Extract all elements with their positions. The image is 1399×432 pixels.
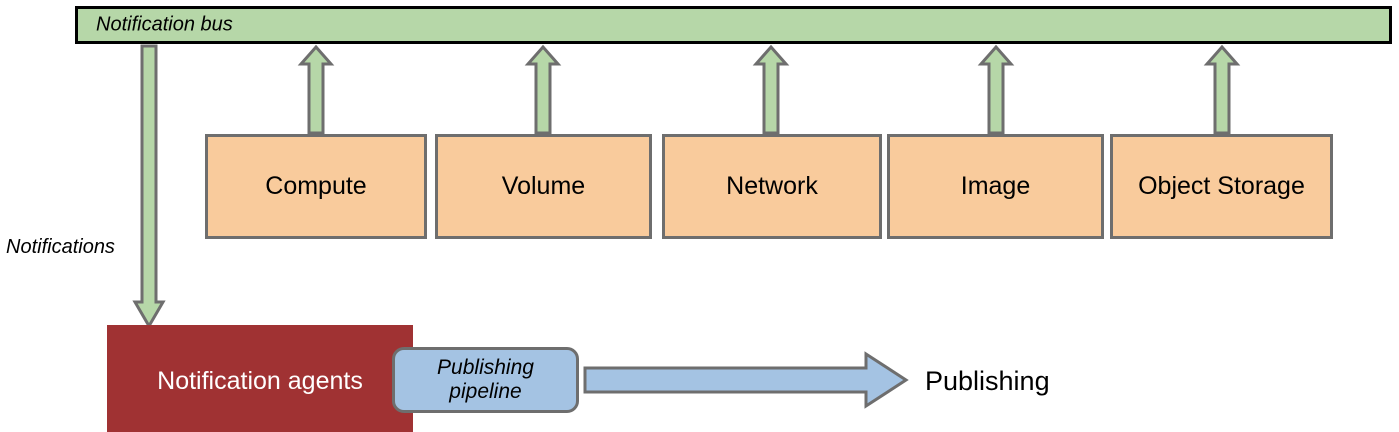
notification-agents-box[interactable]: Notification agents [107, 325, 413, 432]
service-label: Image [960, 172, 1031, 200]
publishing-label: Publishing [925, 366, 1050, 396]
notification-bus: Notification bus [75, 6, 1392, 44]
notification-agents-label: Notification agents [157, 367, 363, 395]
arrow-pipeline-to-publishing [583, 351, 909, 409]
arrow-bus-to-notification-agents [132, 44, 166, 329]
arrow-network-to-bus [752, 44, 790, 135]
notifications-label: Notifications [6, 236, 115, 258]
publishing-pipeline-label-line1: Publishing [437, 356, 534, 380]
service-box-network[interactable]: Network [662, 134, 882, 239]
service-label: Network [726, 172, 818, 200]
notification-bus-label: Notification bus [96, 13, 233, 36]
publishing-pipeline-label-line2: pipeline [449, 380, 522, 403]
service-box-image[interactable]: Image [887, 134, 1104, 239]
service-label: Object Storage [1138, 172, 1305, 200]
service-box-object-storage[interactable]: Object Storage [1110, 134, 1333, 239]
arrow-image-to-bus [977, 44, 1015, 135]
publishing-pipeline-box[interactable]: Publishing pipeline [392, 347, 579, 413]
service-label: Volume [501, 172, 586, 200]
arrow-compute-to-bus [297, 44, 335, 135]
arrow-object-storage-to-bus [1203, 44, 1241, 135]
arrow-volume-to-bus [524, 44, 562, 135]
service-box-compute[interactable]: Compute [205, 134, 427, 239]
service-label: Compute [265, 172, 367, 200]
service-box-volume[interactable]: Volume [435, 134, 652, 239]
